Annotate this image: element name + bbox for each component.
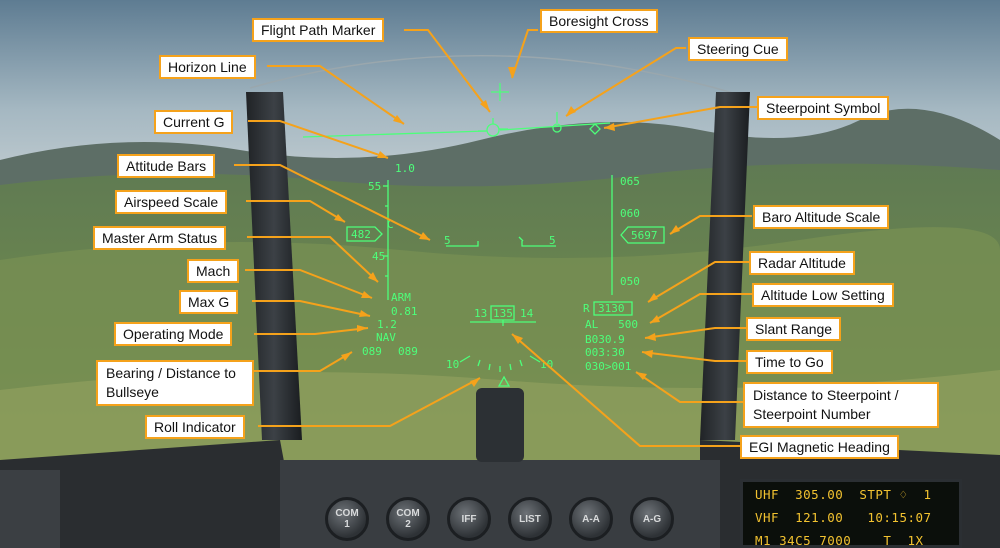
svg-text:5697: 5697	[631, 229, 658, 242]
svg-text:5: 5	[444, 234, 451, 247]
svg-text:5: 5	[549, 234, 556, 247]
callout-distance-steerpoint-number: Distance to Steerpoint / Steerpoint Numb…	[743, 382, 939, 428]
callout-roll-indicator: Roll Indicator	[145, 415, 245, 439]
callout-bearing-distance-bullseye: Bearing / Distance to Bullseye	[96, 360, 254, 406]
callout-radar-altitude: Radar Altitude	[749, 251, 855, 275]
hud-right-data: R 3130 AL 500 B030.9 003:30 030>001	[583, 301, 638, 373]
left-panel-block	[0, 470, 60, 548]
callout-operating-mode: Operating Mode	[114, 322, 233, 346]
hud-bullseye-distance: 089	[398, 345, 418, 358]
svg-text:B030.9: B030.9	[585, 333, 625, 346]
hud-control-unit	[476, 388, 524, 462]
svg-text:14: 14	[520, 307, 534, 320]
airspeed-scale: 55 45 1.0 482 C	[346, 162, 415, 300]
callout-horizon-line: Horizon Line	[159, 55, 256, 79]
ded-line-2: VHF 121.00 10:15:07	[755, 510, 932, 525]
callout-flight-path-marker: Flight Path Marker	[252, 18, 385, 42]
hud-bullseye-bearing: 089	[362, 345, 382, 358]
iff-button[interactable]: IFF	[447, 497, 491, 541]
callout-current-g: Current G	[154, 110, 234, 134]
a-g-button[interactable]: A-G	[630, 497, 674, 541]
hud-mach: 0.81	[391, 305, 418, 318]
a-a-button[interactable]: A-A	[569, 497, 613, 541]
hud-max-g: 1.2	[377, 318, 397, 331]
list-button[interactable]: LIST	[508, 497, 552, 541]
ded-line-1: UHF 305.00 STPT ♢ 1	[755, 487, 932, 502]
svg-text:030>001: 030>001	[585, 360, 631, 373]
svg-text:065: 065	[620, 175, 640, 188]
svg-text:482: 482	[351, 228, 371, 241]
horizon-line-right	[499, 122, 611, 131]
callout-max-g: Max G	[179, 290, 239, 314]
hud-frame-left	[246, 92, 302, 440]
svg-text:13: 13	[474, 307, 487, 320]
callout-attitude-bars: Attitude Bars	[117, 154, 216, 178]
callout-baro-altitude-scale: Baro Altitude Scale	[753, 205, 890, 229]
baro-altitude-scale: 065 060 050 5697	[611, 175, 665, 295]
hud-frame-right	[700, 92, 750, 440]
steerpoint-symbol	[589, 123, 601, 135]
svg-text:135: 135	[493, 307, 513, 320]
svg-text:R: R	[583, 302, 590, 315]
callout-leaders	[234, 29, 762, 447]
svg-text:10: 10	[446, 358, 459, 371]
svg-text:55: 55	[368, 180, 381, 193]
hud-master-arm: ARM	[391, 291, 411, 304]
svg-text:3130: 3130	[598, 302, 625, 315]
ded-line-3: M1 34C5 7000 T 1X	[755, 533, 924, 548]
callout-airspeed-scale: Airspeed Scale	[115, 190, 228, 214]
horizon-line-left	[302, 130, 487, 138]
callout-slant-range: Slant Range	[746, 317, 842, 341]
callout-boresight-cross: Boresight Cross	[540, 9, 658, 33]
boresight-cross	[491, 83, 509, 101]
svg-text:003:30: 003:30	[585, 346, 625, 359]
callout-steering-cue: Steering Cue	[688, 37, 788, 61]
callout-steerpoint-symbol: Steerpoint Symbol	[757, 96, 890, 120]
callout-arrowheads	[334, 67, 680, 387]
callout-mach: Mach	[187, 259, 240, 283]
svg-text:C: C	[387, 218, 394, 231]
egi-heading: 13 135 14	[470, 305, 536, 326]
canopy-frame	[249, 54, 741, 96]
svg-text:45: 45	[372, 250, 385, 263]
callout-egi-magnetic-heading: EGI Magnetic Heading	[740, 435, 899, 459]
steering-cue	[552, 112, 562, 133]
hud-symbology: 55 45 1.0 482 C 065 060 050 5697	[302, 83, 665, 387]
attitude-bars: 5 5	[444, 234, 556, 247]
callout-altitude-low-setting: Altitude Low Setting	[752, 283, 894, 307]
flight-path-marker	[478, 118, 508, 137]
left-console	[0, 440, 300, 548]
svg-text:AL 500: AL 500	[585, 318, 638, 331]
svg-text:060: 060	[620, 207, 640, 220]
hud-mode: NAV	[376, 331, 396, 344]
svg-text:1.0: 1.0	[395, 162, 415, 175]
data-entry-display: UHF 305.00 STPT ♢ 1 VHF 121.00 10:15:07 …	[740, 479, 962, 548]
svg-text:050: 050	[620, 275, 640, 288]
callout-master-arm-status: Master Arm Status	[93, 226, 227, 250]
callout-time-to-go: Time to Go	[746, 350, 833, 374]
